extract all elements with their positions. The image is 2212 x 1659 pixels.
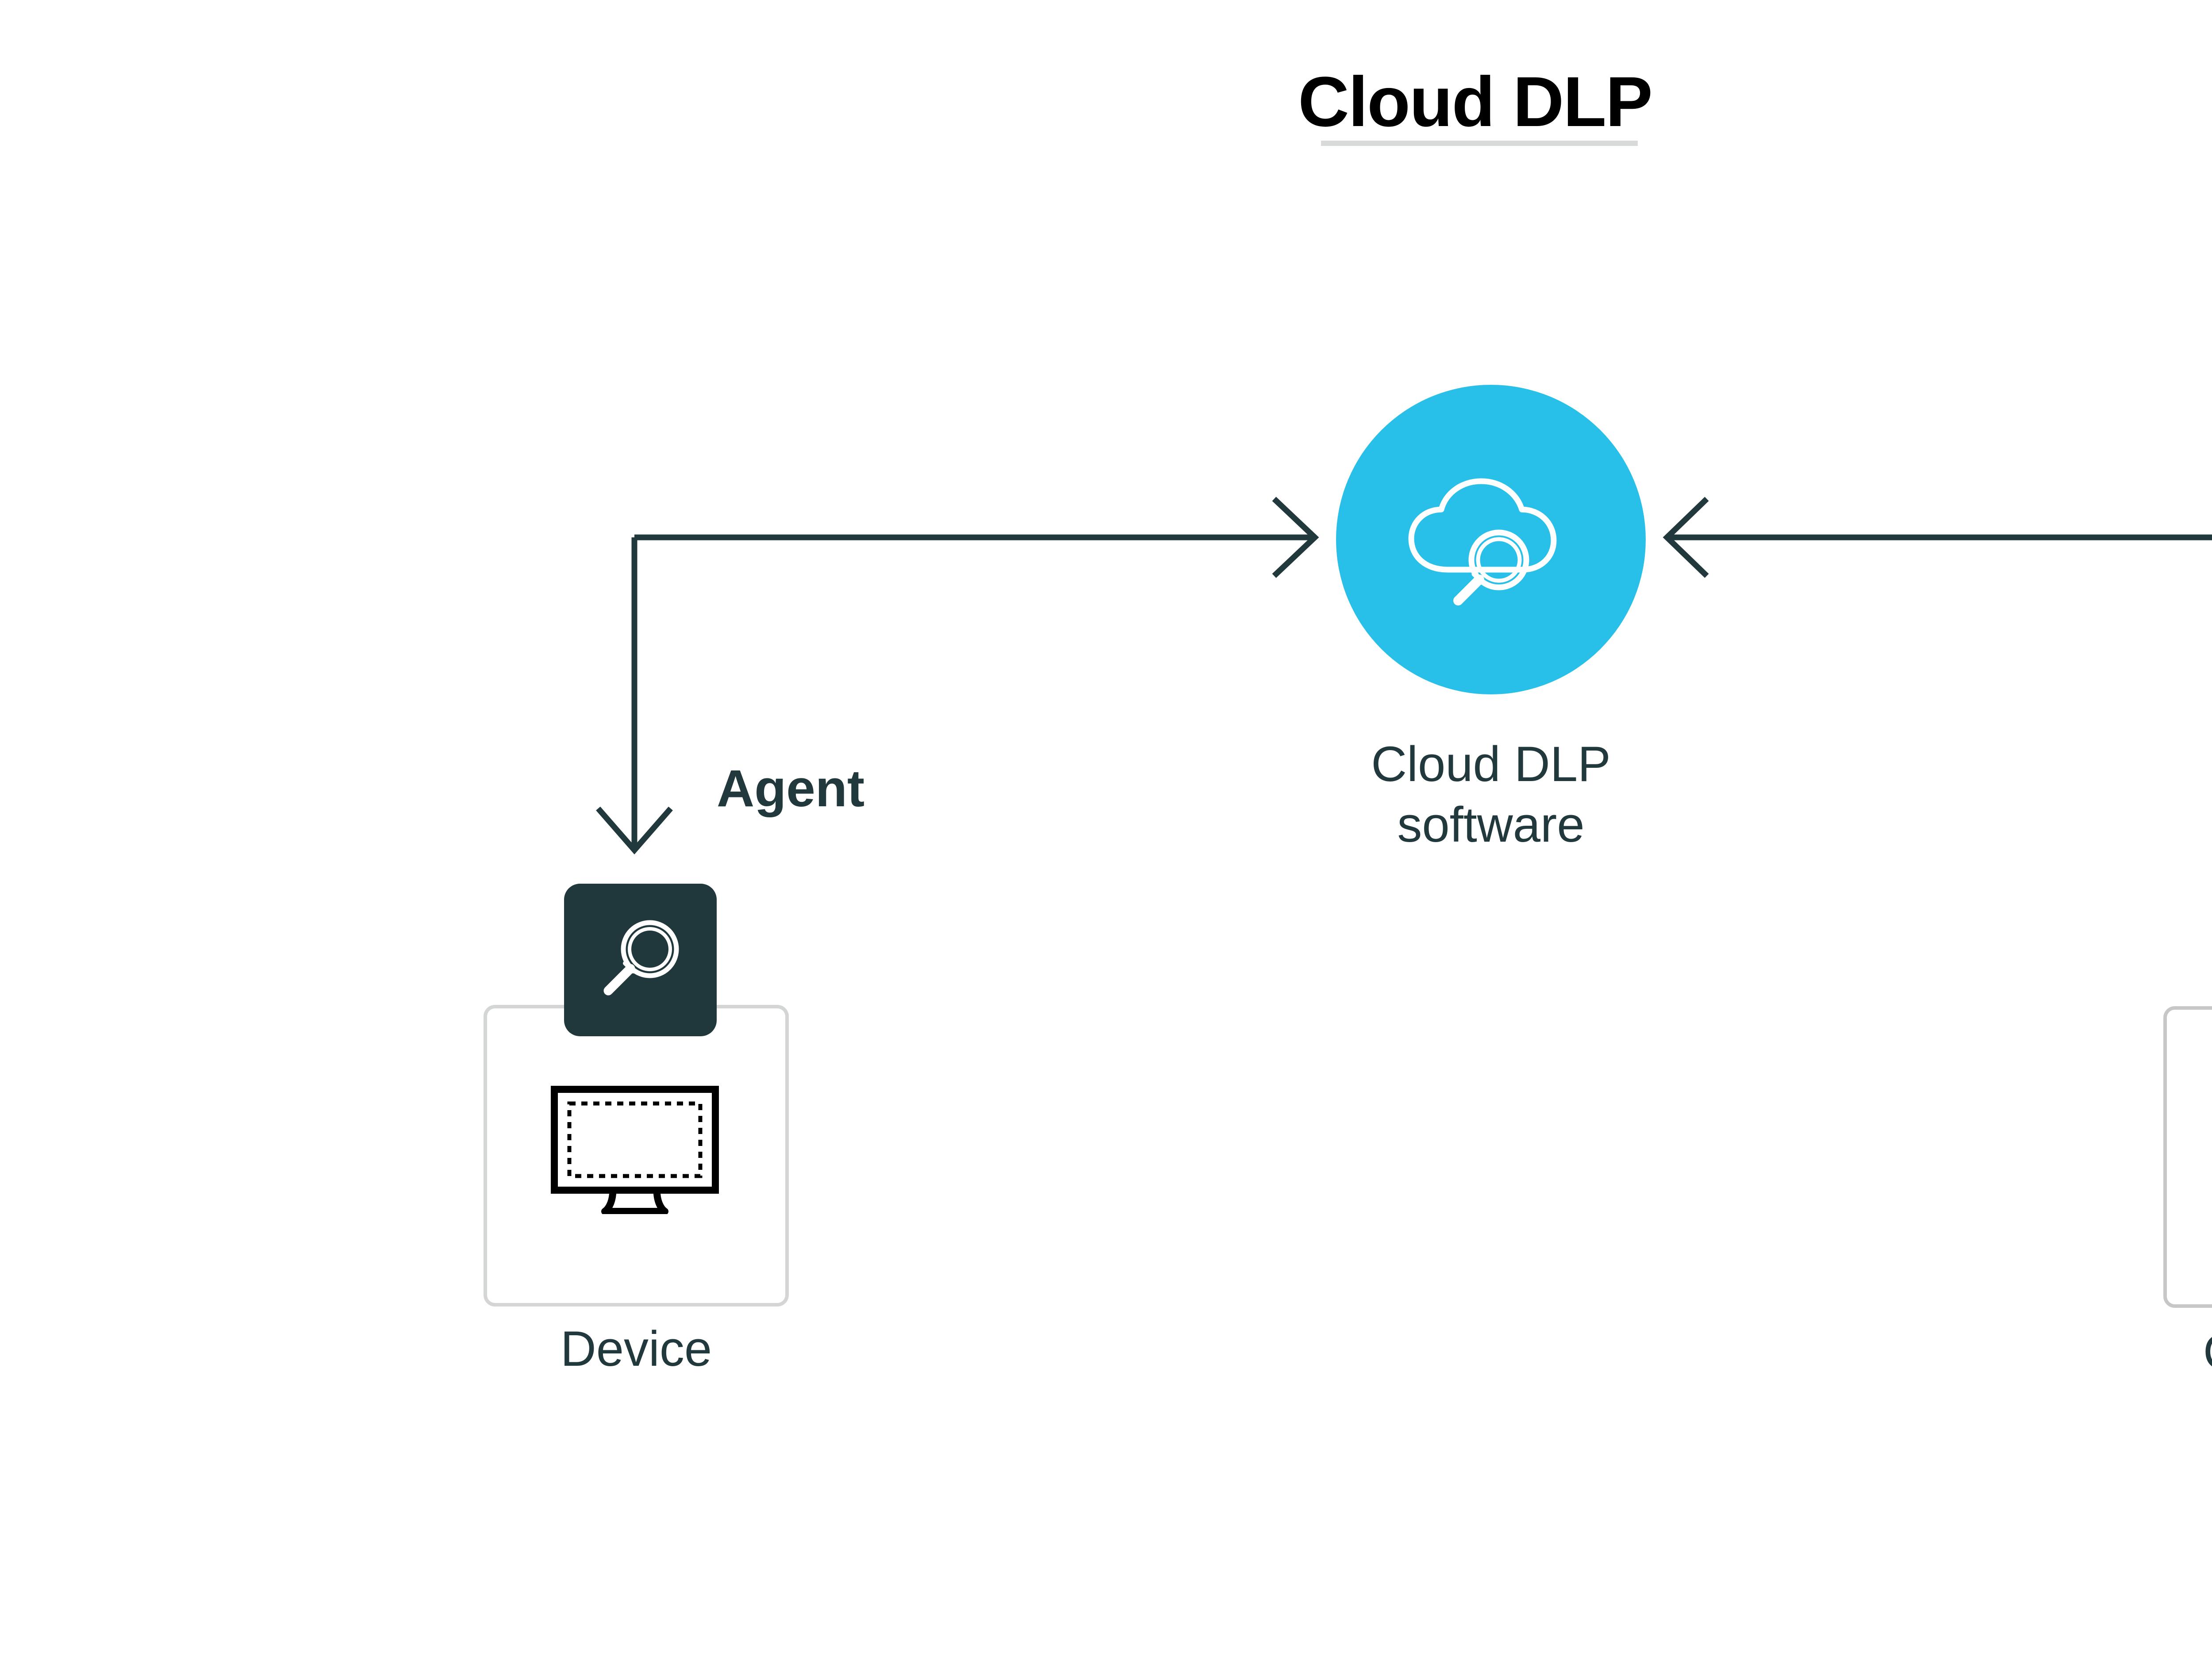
magnifier-lens-inner [1476, 537, 1522, 583]
connector-cloud-app-to-cloud-dlp [1663, 497, 2212, 578]
node-device-card[interactable] [484, 1005, 789, 1307]
arrowhead-right-into-center [1272, 497, 1319, 578]
agent-badge[interactable] [564, 884, 717, 1036]
monitor-stand [601, 1190, 668, 1214]
node-cloud-dlp-software[interactable] [1336, 385, 1646, 694]
node-cloud-app-card[interactable] [2163, 1006, 2212, 1308]
node-label-cloud-app: Cloud app [2031, 1323, 2212, 1380]
magnifier-lens-outer [621, 920, 679, 978]
magnifier-icon [603, 920, 679, 995]
magnifier-handle [603, 964, 635, 995]
arrowhead-left-into-center [1663, 497, 1709, 578]
title-block: Cloud DLP [0, 66, 2212, 137]
magnifier-collar [1471, 571, 1485, 585]
magnifier-handle [1453, 575, 1484, 605]
magnifier-collar [622, 961, 635, 973]
magnifier-lens-outer [1468, 529, 1529, 590]
magnifier-lens-inner [627, 927, 672, 971]
agent-label: Agent [717, 759, 865, 818]
cloud-outline [1408, 478, 1557, 573]
monitor-screen-dotted [567, 1101, 703, 1178]
node-label-device: Device [560, 1321, 712, 1376]
connector-device-to-cloud-dlp [596, 497, 1319, 854]
title-underline-rule [1321, 141, 1638, 146]
page-title: Cloud DLP [1298, 62, 1653, 141]
arrowhead-down-into-device [596, 806, 673, 854]
monitor-bezel [551, 1086, 719, 1194]
monitor-icon [551, 1086, 719, 1214]
cloud-magnifier-icon [1408, 478, 1557, 605]
node-label-cloud-dlp-software: Cloud DLP software [1371, 736, 1611, 852]
